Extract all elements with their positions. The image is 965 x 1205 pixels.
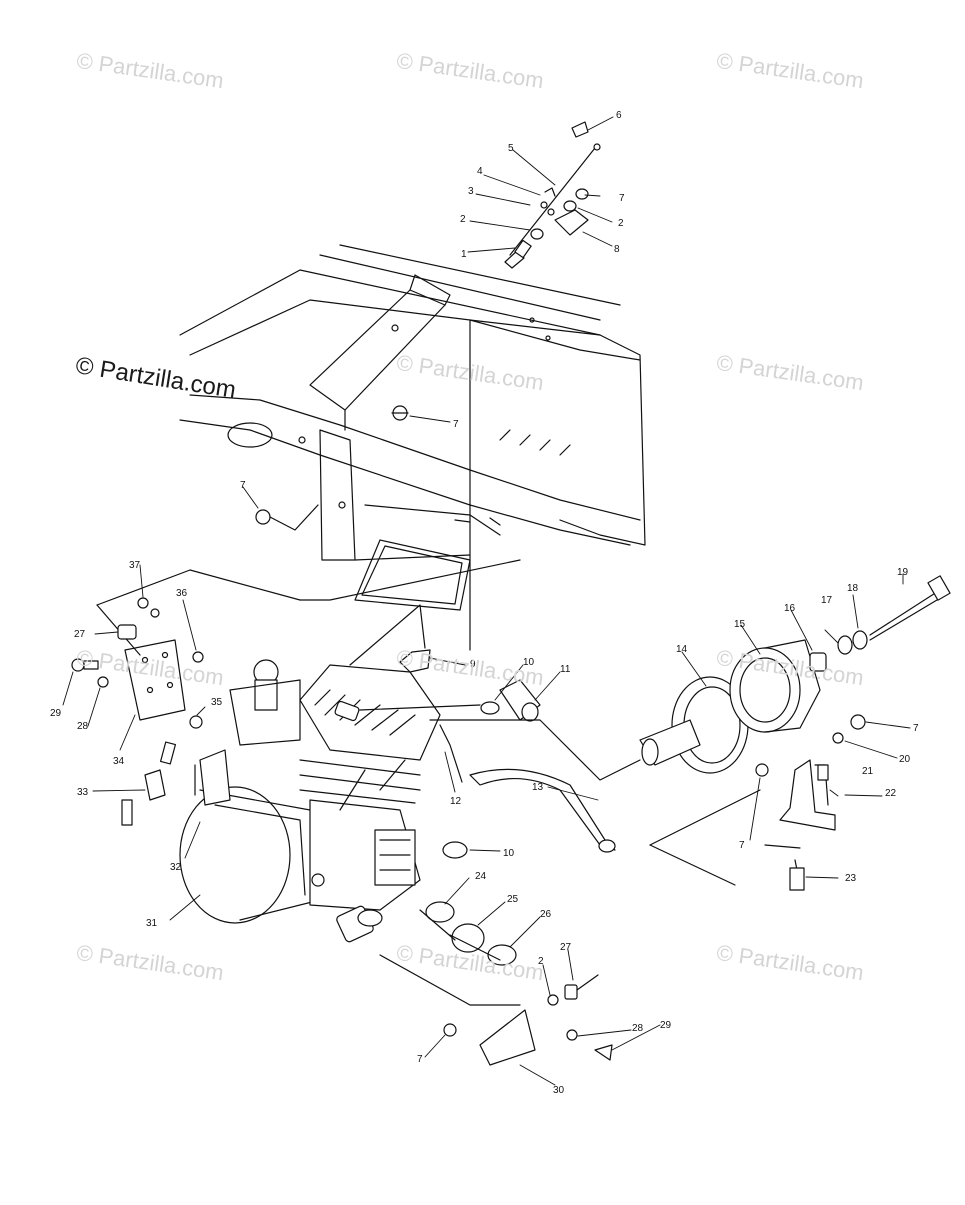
callout-label: 9 bbox=[470, 659, 476, 670]
callout-label: 7 bbox=[913, 723, 919, 734]
callout-label: 3 bbox=[468, 186, 474, 197]
callout-label: 34 bbox=[113, 756, 125, 767]
callout-label: 14 bbox=[676, 644, 688, 655]
callout-label: 1 bbox=[461, 249, 467, 260]
callout-label: 22 bbox=[885, 788, 897, 799]
callout-label: 26 bbox=[540, 909, 552, 920]
callout-label: 33 bbox=[77, 787, 89, 798]
callout-label: 23 bbox=[845, 873, 857, 884]
callout-label: 13 bbox=[532, 782, 544, 793]
callout-label: 29 bbox=[50, 708, 62, 719]
drive-clutch-assembly bbox=[639, 575, 951, 891]
spark-plug-and-hoses bbox=[349, 604, 641, 859]
callout-label: 35 bbox=[211, 697, 223, 708]
callout-label: 7 bbox=[453, 419, 459, 430]
nut-7 bbox=[255, 504, 319, 531]
callout-label: 6 bbox=[616, 110, 622, 121]
chassis-frame bbox=[179, 244, 646, 651]
engine-block bbox=[179, 659, 441, 943]
callout-label: 32 bbox=[170, 862, 182, 873]
callout-label: 30 bbox=[553, 1085, 565, 1096]
callout-label: 18 bbox=[847, 583, 859, 594]
callout-label: 7 bbox=[417, 1054, 423, 1065]
left-engine-mount bbox=[71, 569, 301, 826]
callout-label: 5 bbox=[508, 143, 514, 154]
callout-label: 7 bbox=[240, 480, 246, 491]
callout-label: 28 bbox=[632, 1023, 644, 1034]
clutch-boot-clamps bbox=[419, 901, 517, 966]
leader-lines bbox=[62, 116, 911, 1086]
callout-label: 28 bbox=[77, 721, 89, 732]
callout-label: 17 bbox=[821, 595, 833, 606]
callout-label: 19 bbox=[897, 567, 909, 578]
callout-label: 7 bbox=[739, 840, 745, 851]
callout-label: 21 bbox=[862, 766, 874, 777]
callout-label: 27 bbox=[560, 942, 572, 953]
throttle-cable-assembly bbox=[391, 121, 601, 421]
callout-label: 7 bbox=[619, 193, 625, 204]
callout-label: 2 bbox=[618, 218, 624, 229]
callout-label: 25 bbox=[507, 894, 519, 905]
callout-label: 27 bbox=[74, 629, 86, 640]
callout-label: 24 bbox=[475, 871, 487, 882]
callout-label: 10 bbox=[523, 657, 535, 668]
callout-label: 36 bbox=[176, 588, 188, 599]
callout-label: 4 bbox=[477, 166, 483, 177]
callout-label: 37 bbox=[129, 560, 141, 571]
callout-label: 2 bbox=[460, 214, 466, 225]
callout-label: 20 bbox=[899, 754, 911, 765]
callout-label: 10 bbox=[503, 848, 515, 859]
callout-label: 2 bbox=[538, 956, 544, 967]
callout-label: 15 bbox=[734, 619, 746, 630]
callout-label: 16 bbox=[784, 603, 796, 614]
callout-label: 29 bbox=[660, 1020, 672, 1031]
callout-label: 11 bbox=[560, 664, 571, 675]
callout-label: 31 bbox=[146, 918, 158, 929]
callout-label: 8 bbox=[614, 244, 620, 255]
callout-label: 12 bbox=[450, 796, 462, 807]
lower-engine-mount bbox=[379, 954, 613, 1066]
